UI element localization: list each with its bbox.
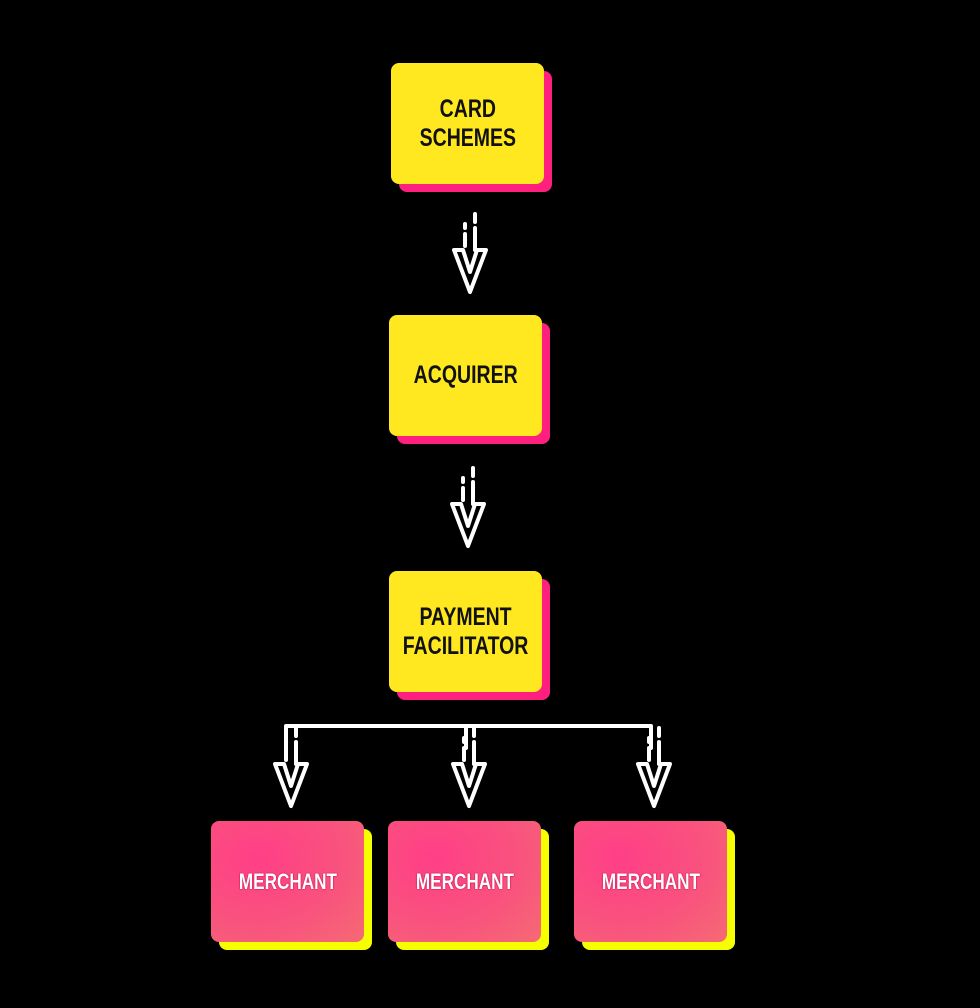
arrow-acquirer-to-payfac — [450, 466, 486, 548]
node-label: CARD SCHEMES — [419, 94, 516, 152]
arrow-payfac-to-merchant-1 — [273, 726, 309, 808]
branch-connector — [284, 724, 653, 750]
node-card-schemes: CARD SCHEMES — [391, 63, 552, 192]
node-face — [389, 315, 542, 436]
node-face — [574, 821, 727, 942]
node-face — [391, 63, 544, 184]
node-label: MERCHANT — [415, 869, 514, 894]
node-merchant-3: MERCHANT — [574, 821, 735, 950]
node-face — [389, 571, 542, 692]
node-payment-facilitator: PAYMENT FACILITATOR — [389, 571, 550, 700]
node-acquirer: ACQUIRER — [389, 315, 550, 444]
node-merchant-1: MERCHANT — [211, 821, 372, 950]
node-label: MERCHANT — [238, 869, 337, 894]
arrow-payfac-to-merchant-2 — [451, 726, 487, 808]
arrow-payfac-to-merchant-3 — [636, 726, 672, 808]
node-face — [388, 821, 541, 942]
node-merchant-2: MERCHANT — [388, 821, 549, 950]
arrow-card-schemes-to-acquirer — [452, 212, 488, 294]
node-face — [211, 821, 364, 942]
node-label: ACQUIRER — [413, 361, 518, 389]
node-label: PAYMENT FACILITATOR — [402, 602, 529, 660]
node-label: MERCHANT — [601, 869, 700, 894]
